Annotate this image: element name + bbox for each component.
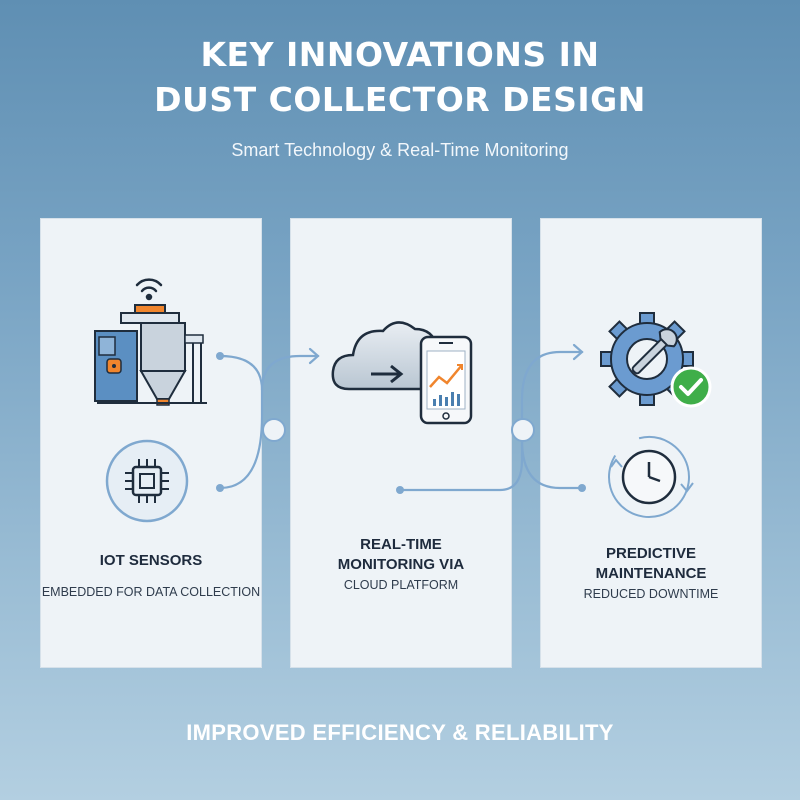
connector-node — [511, 418, 535, 442]
predictive-maintenance-description: REDUCED DOWNTIME — [583, 587, 719, 601]
gear-wrench-icon — [600, 312, 694, 406]
predictive-maintenance-panel: PREDICTIVE MAINTENANCE REDUCED DOWNTIME — [540, 218, 762, 668]
dust-collector-icon — [94, 304, 207, 406]
title-line-2: DUST COLLECTOR DESIGN — [154, 80, 646, 119]
iot-sensors-illustration — [94, 278, 207, 523]
cloud-monitoring-description: CLOUD PLATFORM — [343, 578, 459, 592]
iot-sensors-panel: IOT SENSORS EMBEDDED FOR DATA COLLECTION — [40, 218, 262, 668]
connector-node — [262, 418, 286, 442]
smartphone-chart-icon — [419, 335, 473, 425]
footer-tagline: IMPROVED EFFICIENCY & RELIABILITY — [186, 720, 614, 745]
predictive-maintenance-illustration — [600, 312, 712, 518]
predictive-maintenance-label-line-1: PREDICTIVE — [605, 545, 696, 562]
predictive-maintenance-label-line-2: MAINTENANCE — [595, 565, 707, 582]
page-title: KEY INNOVATIONS IN DUST COLLECTOR DESIGN — [0, 32, 800, 122]
clock-icon — [608, 436, 694, 518]
cloud-monitoring-illustration — [331, 321, 473, 425]
cloud-monitoring-panel: REAL-TIME MONITORING VIA CLOUD PLATFORM — [290, 218, 512, 668]
cloud-monitoring-label-line-2: MONITORING VIA — [337, 556, 465, 573]
page-subtitle: Smart Technology & Real-Time Monitoring — [231, 140, 569, 160]
chip-icon — [105, 439, 189, 523]
wifi-icon — [135, 278, 163, 301]
title-line-1: KEY INNOVATIONS IN — [200, 35, 600, 74]
cloud-monitoring-label-line-1: REAL-TIME — [360, 536, 442, 553]
iot-sensors-label: IOT SENSORS — [99, 552, 203, 569]
iot-sensors-description: EMBEDDED FOR DATA COLLECTION — [41, 585, 261, 599]
checkmark-icon — [670, 366, 712, 408]
